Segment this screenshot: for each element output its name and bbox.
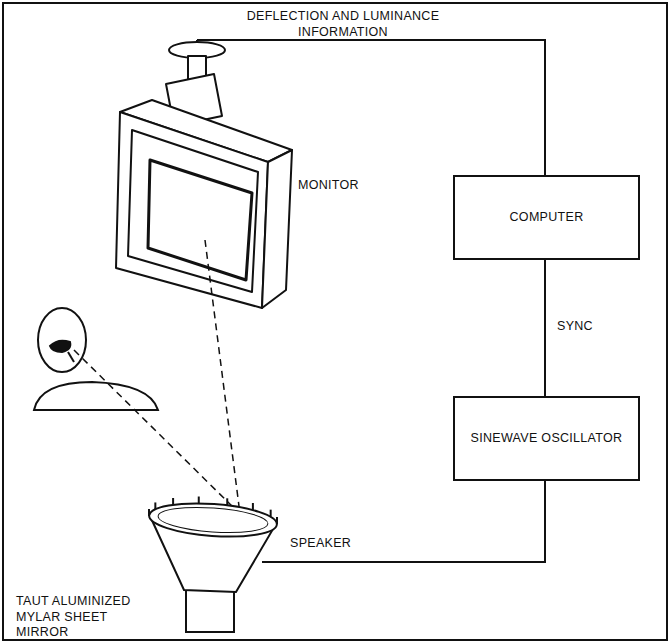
tack xyxy=(148,509,150,516)
signal-label: SYNC xyxy=(557,319,593,335)
tack xyxy=(226,498,228,505)
box-label: SINEWAVE OSCILLATOR xyxy=(471,431,623,447)
tack xyxy=(270,510,272,517)
sync-wire xyxy=(544,260,546,396)
process-box: COMPUTER xyxy=(453,175,640,260)
light-path xyxy=(205,240,240,514)
speaker-wire xyxy=(262,481,545,562)
part-label: TAUT ALUMINIZED MYLAR SHEET MIRROR xyxy=(16,594,156,641)
tack xyxy=(154,502,156,509)
sight-line xyxy=(74,350,240,514)
tack xyxy=(276,517,278,524)
tack xyxy=(172,498,174,505)
box-label: COMPUTER xyxy=(510,210,584,226)
signal-label: DEFLECTION AND LUMINANCE INFORMATION xyxy=(238,9,448,40)
tack xyxy=(198,497,200,504)
process-box: SINEWAVE OSCILLATOR xyxy=(453,396,640,481)
part-label: SPEAKER xyxy=(290,536,380,552)
outer-frame xyxy=(3,3,667,640)
speaker-drawing xyxy=(148,500,278,632)
mirror-tacks xyxy=(149,497,277,524)
monitor-drawing xyxy=(116,40,292,308)
part-label: MONITOR xyxy=(298,178,388,194)
observer-drawing xyxy=(34,308,158,410)
tack xyxy=(252,503,254,510)
